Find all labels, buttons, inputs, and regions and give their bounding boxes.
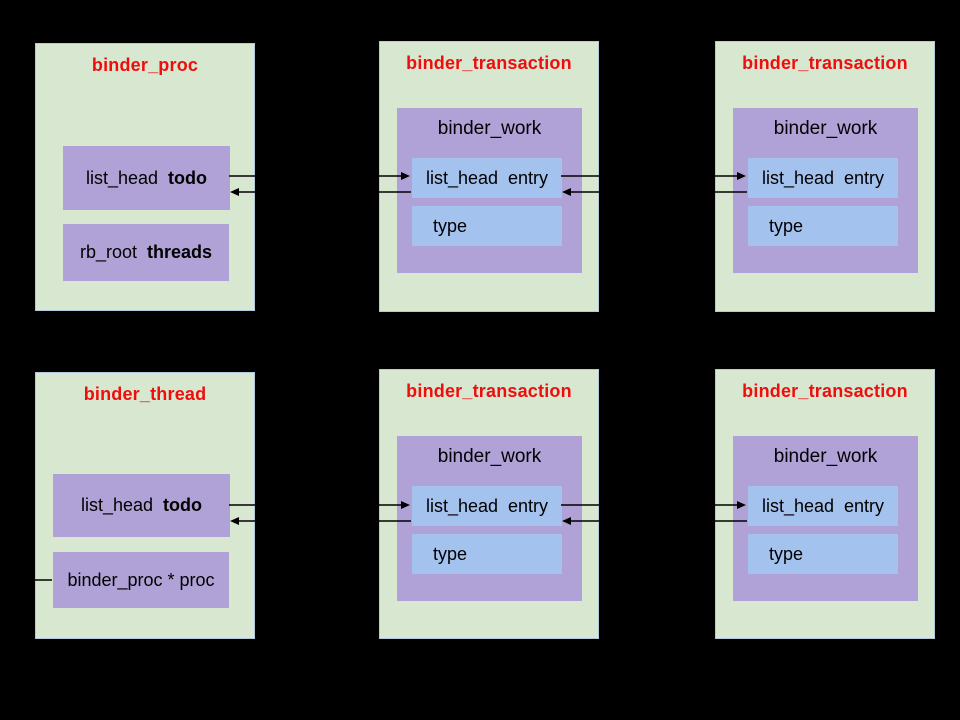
binder-work-title: binder_work: [437, 446, 542, 467]
field-pointer-label: binder_proc * proc: [67, 569, 215, 590]
field-type-label: list_head: [761, 167, 835, 188]
binder-work-title: binder_work: [437, 118, 542, 139]
struct-binder-transaction-2: binder_transaction binder_work list_head…: [715, 41, 935, 312]
field-type: type: [748, 534, 898, 574]
field-type-label: list_head: [425, 167, 499, 188]
field-name-label: threads: [147, 242, 213, 262]
binder-work-box: binder_work list_head entry type: [733, 108, 918, 273]
struct-title-binder-transaction: binder_transaction: [406, 381, 572, 401]
struct-title-binder-proc: binder_proc: [91, 55, 199, 75]
field-type-label: type: [769, 543, 804, 564]
binder-work-title: binder_work: [773, 118, 878, 139]
binder-work-box: binder_work list_head entry type: [733, 436, 918, 601]
binder-work-title: binder_work: [773, 446, 878, 467]
field-name-label: entry: [844, 495, 885, 516]
field-type: type: [748, 206, 898, 246]
field-thread-proc-pointer: binder_proc * proc: [53, 552, 229, 608]
field-entry: list_head entry: [412, 486, 562, 526]
field-type-label: type: [433, 215, 468, 236]
struct-binder-transaction-4: binder_transaction binder_work list_head…: [715, 369, 935, 639]
struct-title-binder-transaction: binder_transaction: [406, 53, 572, 73]
field-type: type: [412, 534, 562, 574]
field-name-label: entry: [508, 167, 549, 188]
field-proc-threads: rb_root threads: [63, 224, 229, 281]
field-entry: list_head entry: [748, 158, 898, 198]
field-type-label: list_head: [425, 495, 499, 516]
struct-title-binder-transaction: binder_transaction: [742, 381, 908, 401]
field-name-label: todo: [168, 167, 208, 188]
binder-work-box: binder_work list_head entry type: [397, 436, 582, 601]
field-name-label: todo: [163, 495, 203, 515]
field-name-label: entry: [844, 167, 885, 188]
binder-work-box: binder_work list_head entry type: [397, 108, 582, 273]
struct-binder-proc: binder_proc list_head todo rb_root threa…: [35, 43, 255, 311]
field-proc-todo: list_head todo: [63, 146, 230, 210]
field-type-label: list_head: [80, 495, 154, 515]
field-type-label: type: [433, 543, 468, 564]
field-type-label: type: [769, 215, 804, 236]
struct-binder-thread: binder_thread list_head todo binder_proc…: [35, 372, 255, 639]
struct-title-binder-transaction: binder_transaction: [742, 53, 908, 73]
field-entry: list_head entry: [748, 486, 898, 526]
field-type-label: list_head: [761, 495, 835, 516]
field-thread-todo: list_head todo: [53, 474, 230, 537]
field-entry: list_head entry: [412, 158, 562, 198]
struct-binder-transaction-1: binder_transaction binder_work list_head…: [379, 41, 599, 312]
field-type-label: list_head: [85, 167, 159, 188]
struct-binder-transaction-3: binder_transaction binder_work list_head…: [379, 369, 599, 639]
field-type-label: rb_root: [79, 242, 137, 262]
struct-title-binder-thread: binder_thread: [83, 384, 207, 404]
field-name-label: entry: [508, 495, 549, 516]
field-type: type: [412, 206, 562, 246]
